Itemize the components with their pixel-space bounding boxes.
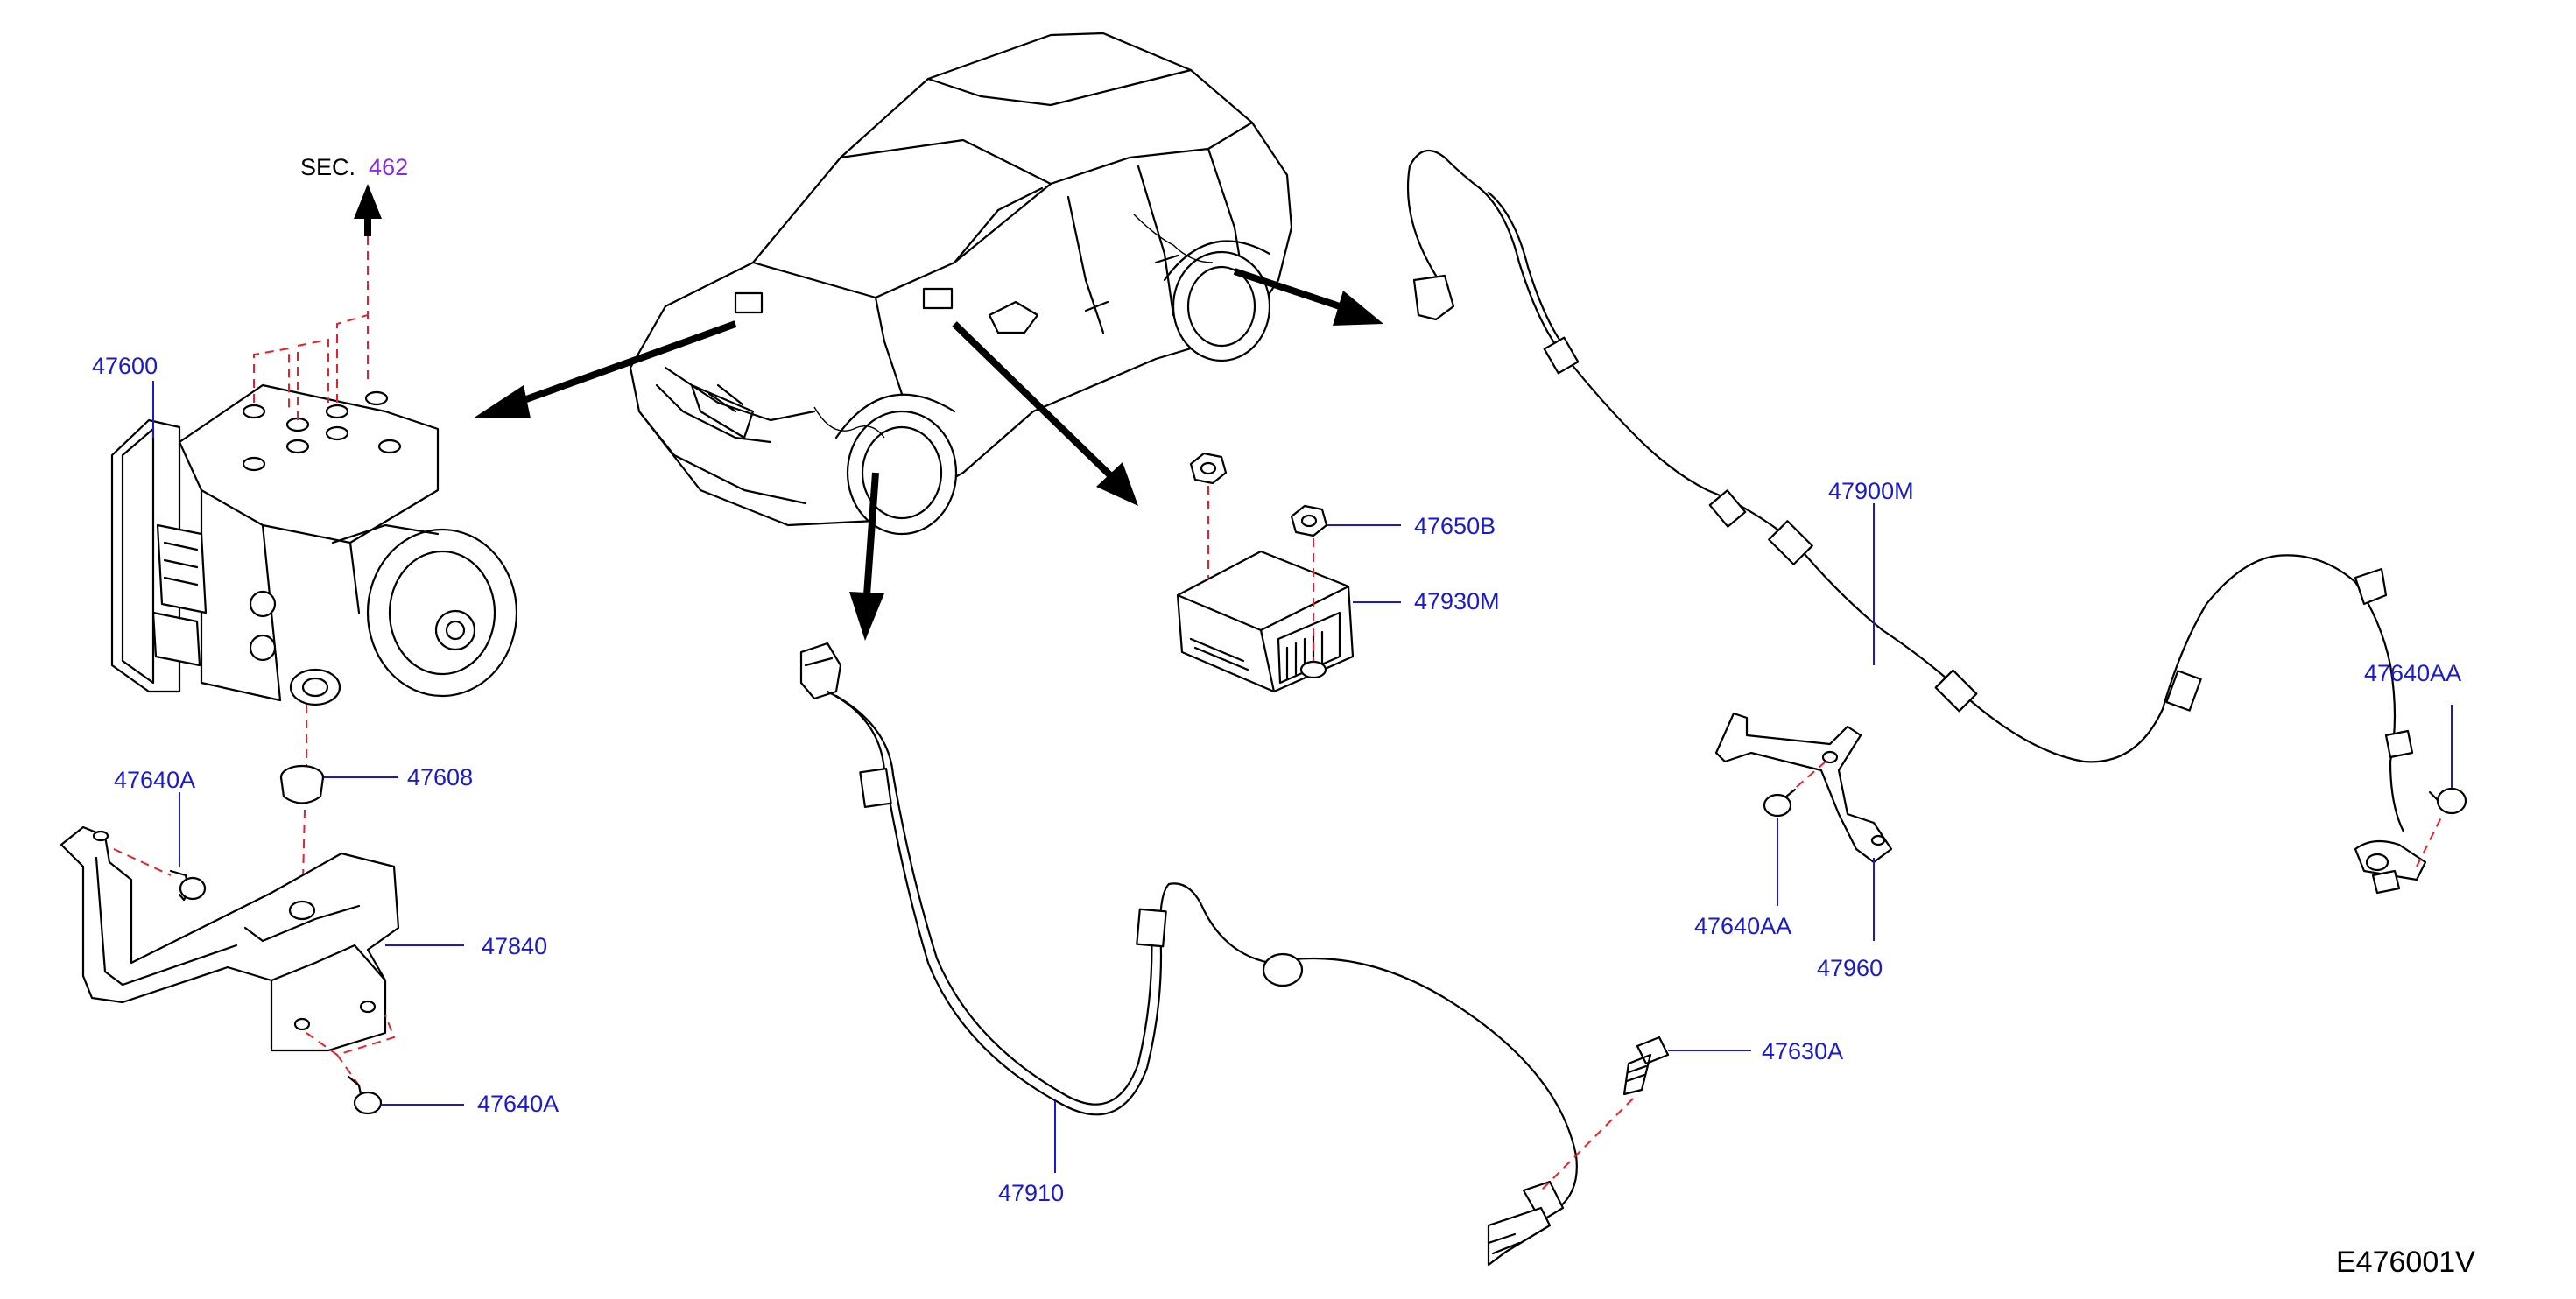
section-reference: SEC. 462 xyxy=(300,156,408,179)
vehicle-illustration xyxy=(629,32,1293,536)
bolt-47640aa-mid xyxy=(1763,788,1797,818)
grommet-47608 xyxy=(279,764,325,804)
callout-47960: 47960 xyxy=(1817,955,1883,981)
diagram-id: E476001V xyxy=(2336,1246,2475,1279)
nut-47640 xyxy=(1189,452,1228,485)
callout-47840: 47840 xyxy=(482,933,548,959)
callout-47910: 47910 xyxy=(998,1180,1065,1206)
callout-47650b: 47650B xyxy=(1414,513,1496,539)
callout-47640aa-mid: 47640AA xyxy=(1694,913,1792,939)
bolt-47640a-bottom xyxy=(347,1075,383,1115)
callout-47640a-top: 47640A xyxy=(114,767,196,793)
leader-lines xyxy=(152,381,2453,1173)
callout-47900m: 47900M xyxy=(1828,478,1914,504)
rear-wheel-sensor-47900m xyxy=(1406,149,2427,895)
section-prefix: SEC. xyxy=(300,154,356,180)
callout-47608: 47608 xyxy=(407,764,474,790)
nut-47650b xyxy=(1290,504,1328,537)
abs-actuator-47600 xyxy=(110,383,518,706)
callout-47630a: 47630A xyxy=(1762,1038,1844,1064)
bolt-47640aa-right xyxy=(2428,787,2467,815)
callout-47930m: 47930M xyxy=(1414,588,1500,614)
bolt-47630a xyxy=(1622,1036,1670,1096)
callout-47600: 47600 xyxy=(92,353,158,379)
yaw-sensor-47930m xyxy=(1176,550,1355,693)
location-arrows xyxy=(354,184,1383,641)
bolt-47640a-top xyxy=(169,869,207,902)
bracket-47840 xyxy=(60,825,400,1052)
section-number: 462 xyxy=(369,154,409,180)
front-wheel-sensor-47910 xyxy=(799,642,1578,1267)
bracket-47960 xyxy=(1714,712,1893,864)
callout-47640a-bottom: 47640A xyxy=(477,1091,560,1117)
callout-47640aa-right: 47640AA xyxy=(2364,660,2462,686)
